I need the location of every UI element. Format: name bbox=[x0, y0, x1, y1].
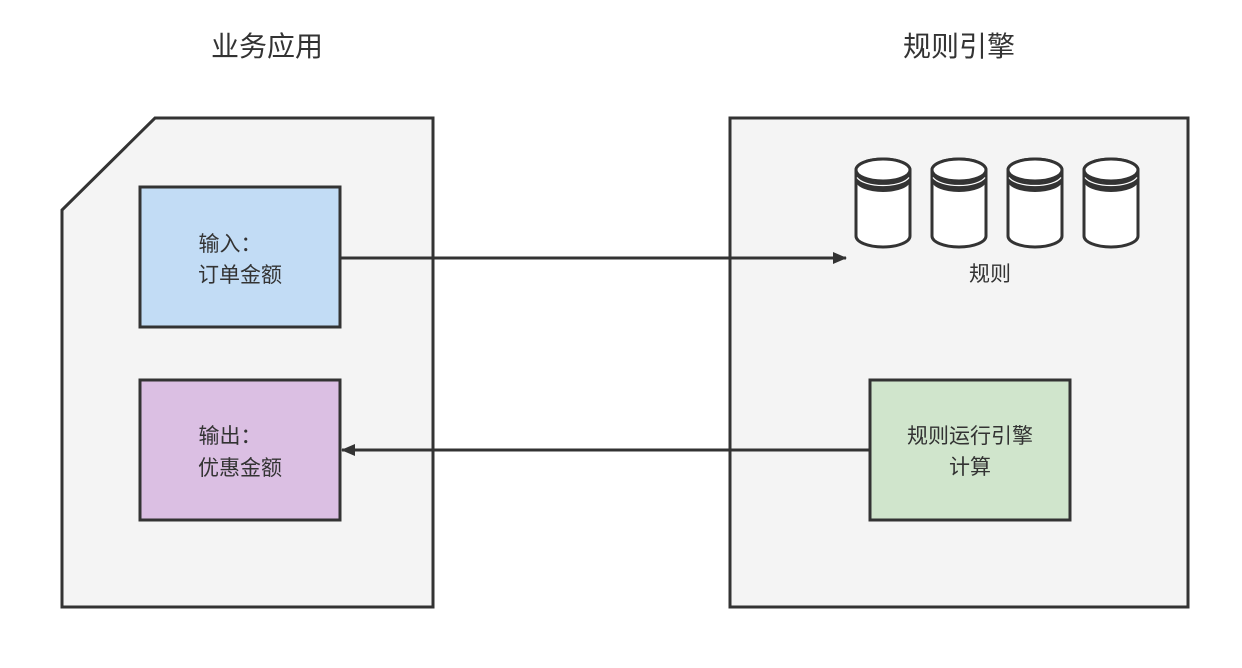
rule-engine-title: 规则引擎 bbox=[903, 30, 1015, 63]
rule-store-group bbox=[854, 157, 1140, 249]
input-box[interactable]: 输入： 订单金额 bbox=[138, 185, 342, 329]
input-box-label-line1: 输入： bbox=[199, 232, 262, 256]
rules-label: 规则 bbox=[969, 262, 1011, 286]
output-box[interactable]: 输出： 优惠金额 bbox=[138, 378, 342, 522]
rule-store-cylinder-icon bbox=[930, 157, 988, 249]
output-box-label-line1: 输出： bbox=[199, 424, 262, 448]
business-app-title: 业务应用 bbox=[211, 30, 323, 63]
compute-box-label-line1: 规则运行引擎 bbox=[907, 424, 1033, 448]
rule-store-cylinder-icon bbox=[854, 157, 912, 249]
output-box-label-line2: 优惠金额 bbox=[198, 456, 282, 480]
input-box-label-line2: 订单金额 bbox=[198, 263, 282, 287]
compute-box-label-line2: 计算 bbox=[949, 455, 991, 479]
rule-store-cylinder-icon bbox=[1082, 157, 1140, 249]
rule-store-cylinder-icon bbox=[1006, 157, 1064, 249]
rule-engine-compute-box[interactable]: 规则运行引擎 计算 bbox=[868, 378, 1072, 522]
